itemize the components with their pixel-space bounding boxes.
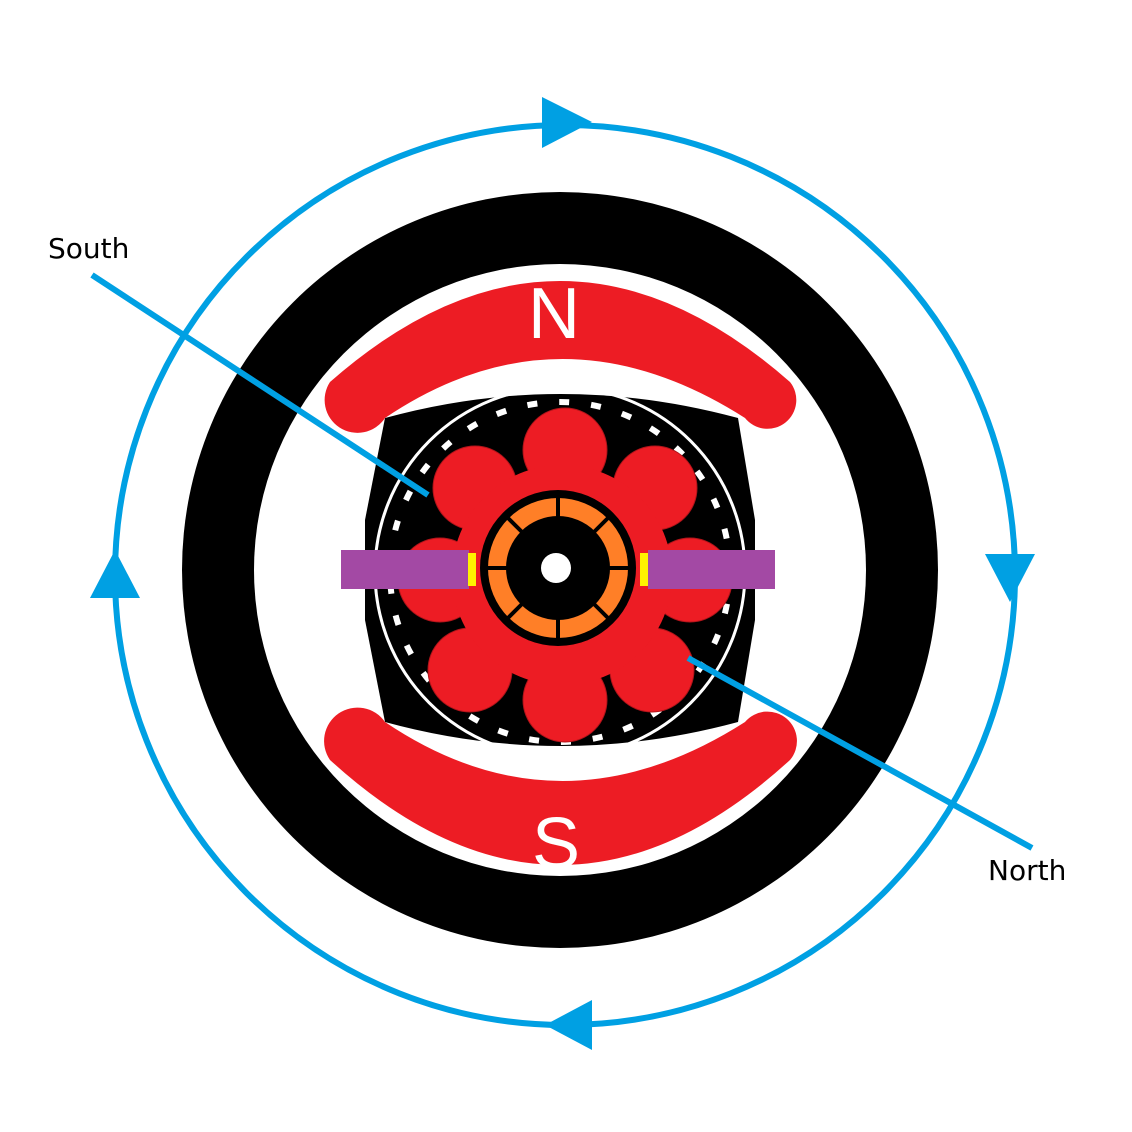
field-arrow-left-icon	[90, 550, 140, 598]
north-callout-line	[686, 655, 1034, 851]
field-arrow-bottom-icon	[545, 1000, 592, 1050]
left-brush-contact	[468, 553, 476, 586]
field-arrow-top-icon	[542, 97, 592, 148]
south-pole-magnet	[324, 707, 797, 865]
right-brush-contact	[640, 553, 648, 586]
north-callout-label: North	[988, 854, 1066, 887]
shaft	[541, 553, 571, 583]
right-brush	[648, 550, 775, 589]
left-brush	[341, 550, 469, 589]
south-callout-line	[90, 272, 430, 498]
field-arrow-right-icon	[985, 554, 1035, 602]
commutator-segment-dividers	[486, 496, 630, 640]
north-pole-magnet	[324, 281, 797, 433]
north-pole-letter: N	[528, 274, 580, 354]
south-callout-label: South	[48, 232, 129, 265]
south-pole-letter: S	[532, 804, 580, 884]
